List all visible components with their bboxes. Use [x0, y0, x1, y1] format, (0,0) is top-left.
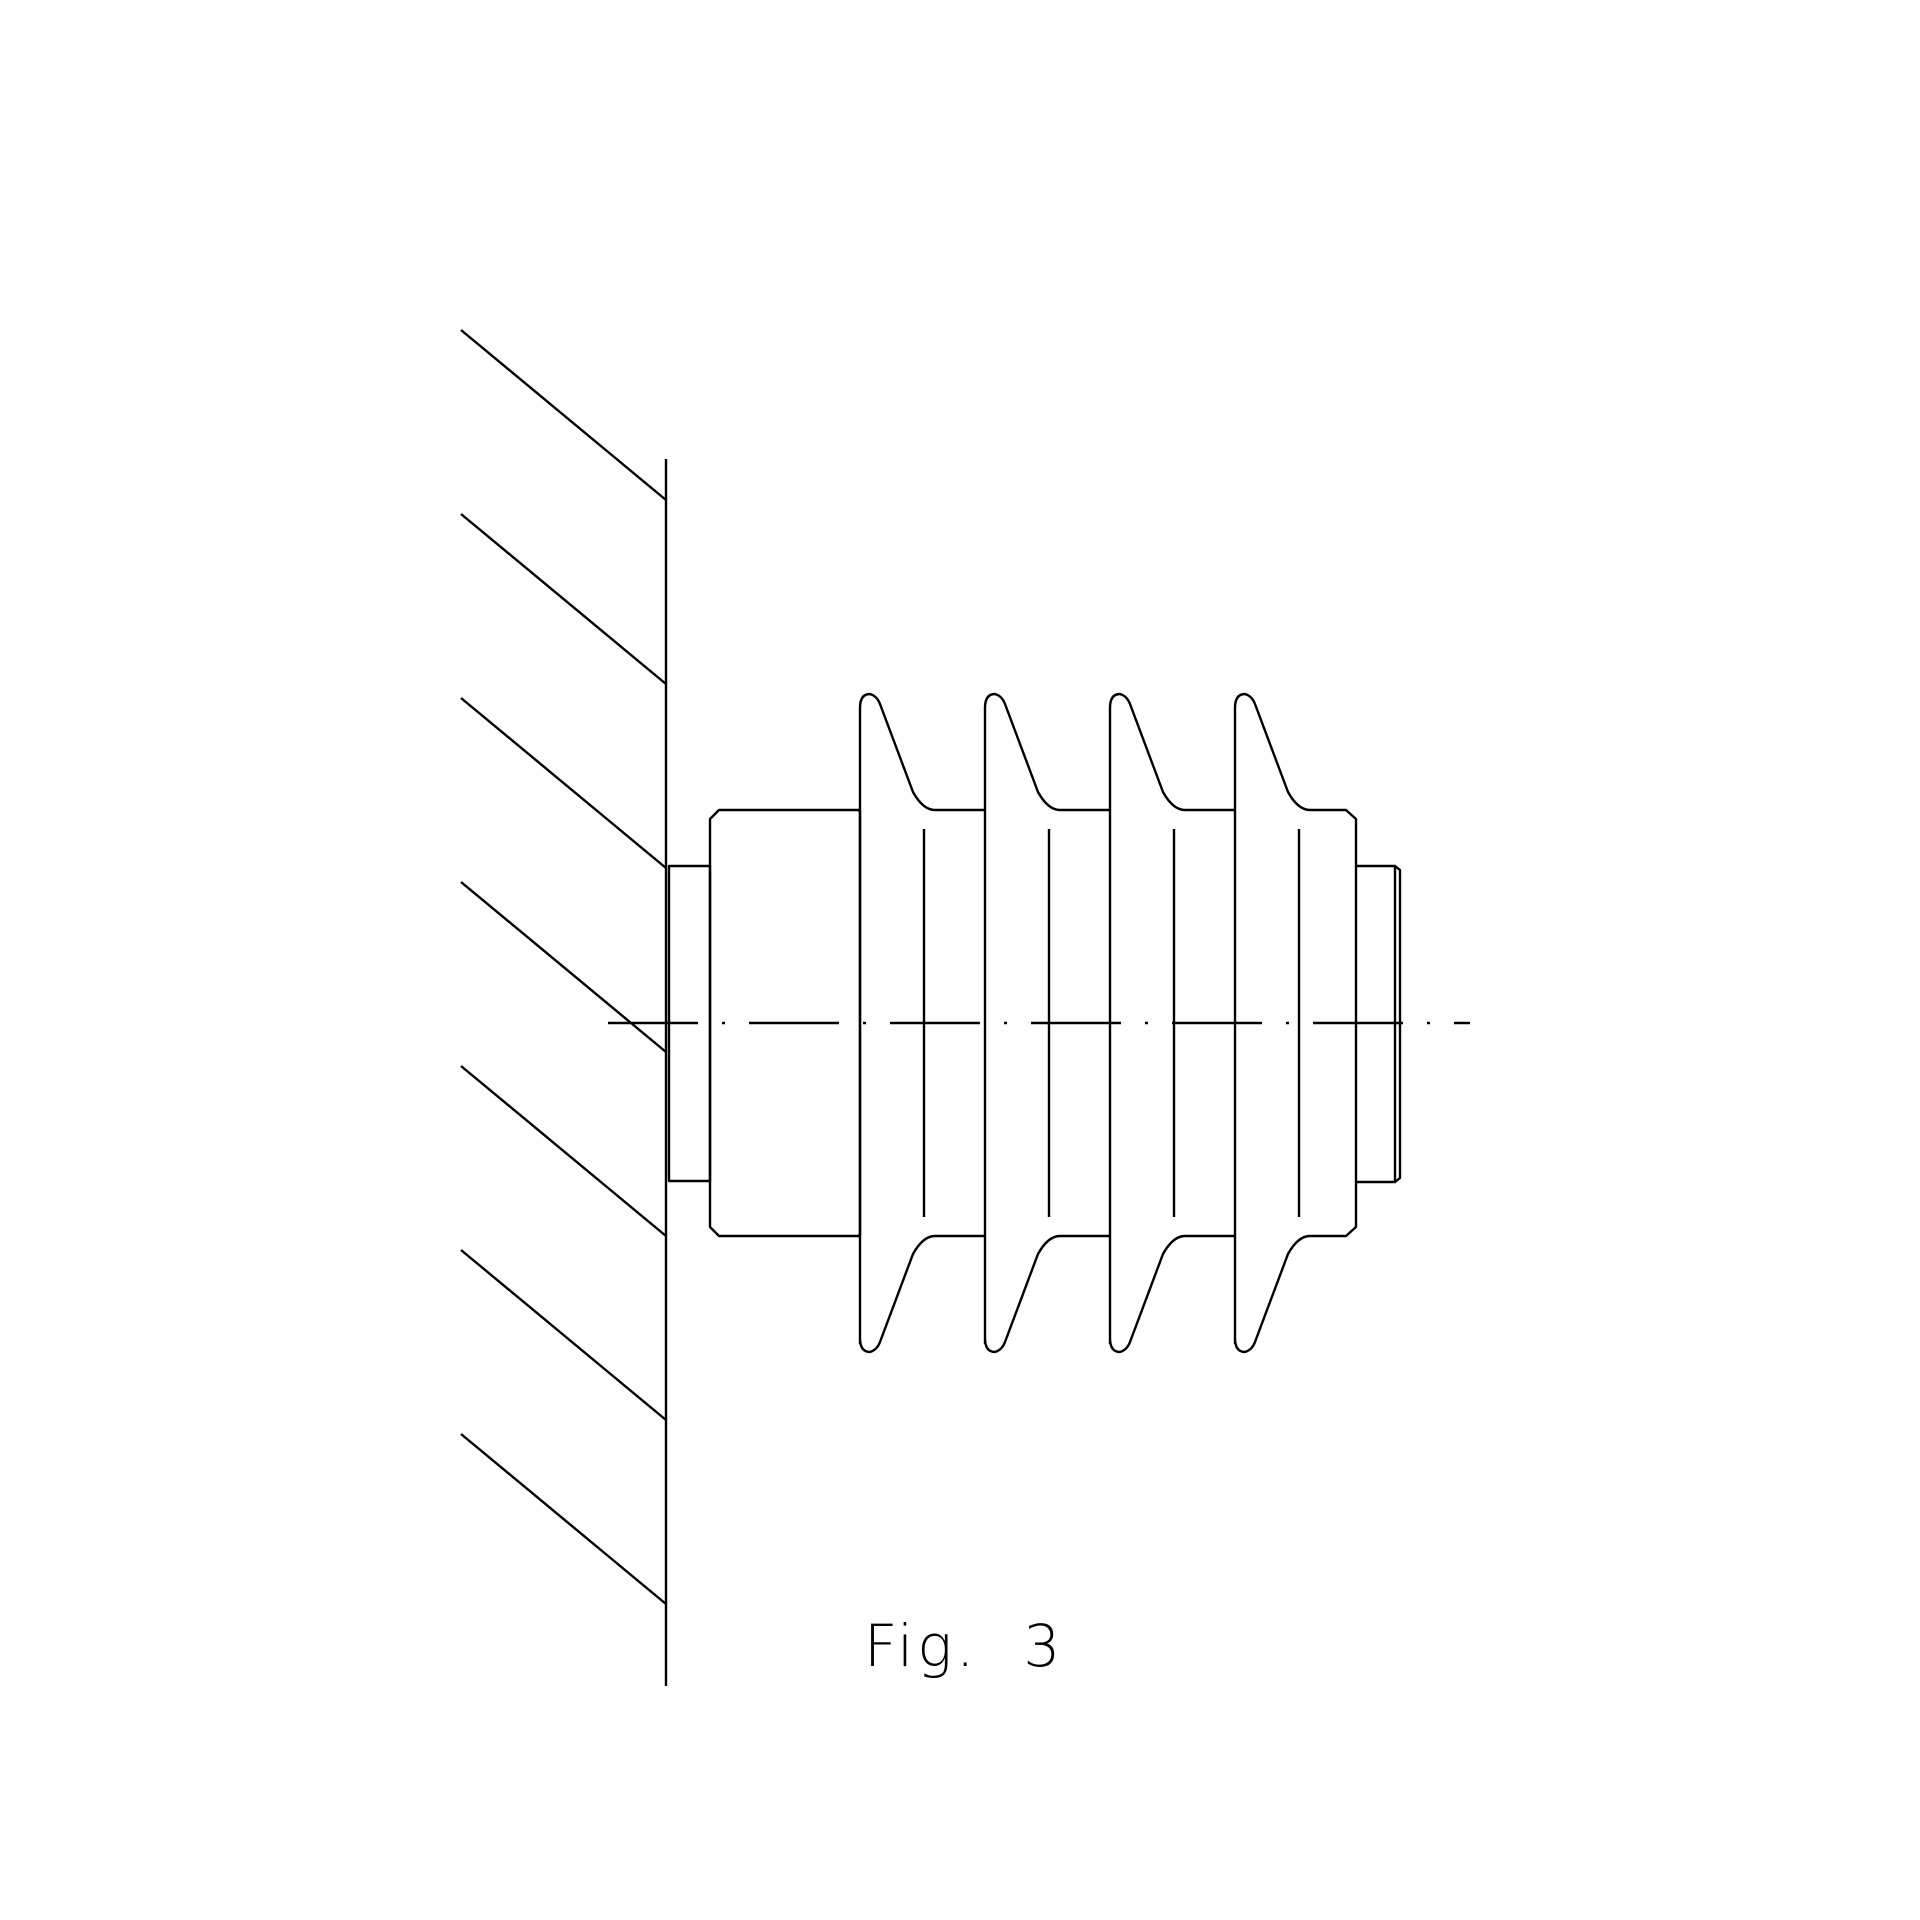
insulator-sheds: [858, 692, 1358, 1354]
hatch-line: [460, 1249, 667, 1421]
insulator-shed: [983, 692, 1110, 1354]
insulator-shed: [1233, 692, 1358, 1354]
figure-caption: Fig. 3: [864, 1612, 1065, 1680]
hatch-line: [460, 1433, 667, 1605]
hatch-line: [460, 697, 667, 869]
hatch-line: [460, 329, 667, 501]
hatch-line: [460, 1065, 667, 1237]
insulator-shed: [858, 692, 985, 1354]
hatch-line: [460, 513, 667, 685]
insulator-shed: [1108, 692, 1235, 1354]
wall-hatching: [460, 329, 667, 1605]
insulator: [608, 692, 1470, 1354]
hatch-line: [460, 881, 667, 1053]
